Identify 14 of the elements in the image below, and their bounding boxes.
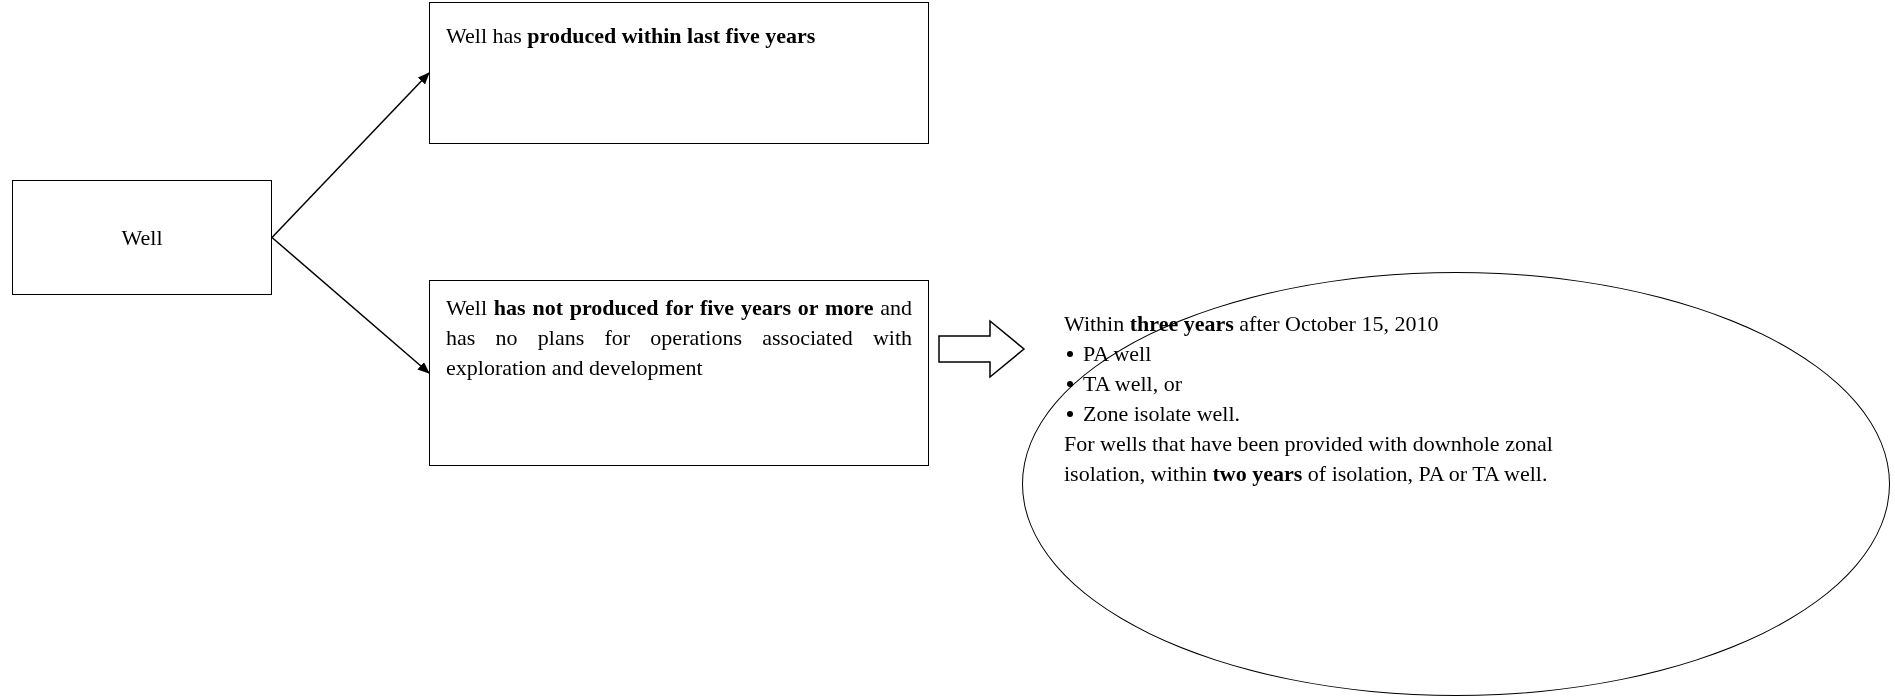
block-arrow <box>938 319 1026 379</box>
process-box <box>12 180 272 295</box>
node-text: For wells that have been provided with downhole zonal isolation, within two years of isolation, PA or TA well. <box>1064 430 1554 488</box>
process-box <box>429 2 929 144</box>
node-text: Well has produced within last five years <box>446 22 817 50</box>
bullet-item: TA well, or <box>1083 370 1183 398</box>
node-text: Well <box>121 223 163 252</box>
bullet-item: Zone isolate well. <box>1083 400 1240 428</box>
node-text: Well has not produced for five years or more and has no plans for operations associated with exploration and development <box>446 294 912 382</box>
arrow <box>271 236 430 374</box>
node-text: Within three years after October 15, 2010 <box>1064 310 1440 338</box>
process-box <box>429 280 929 466</box>
bullet-item: PA well <box>1083 340 1152 368</box>
arrow <box>271 72 430 239</box>
